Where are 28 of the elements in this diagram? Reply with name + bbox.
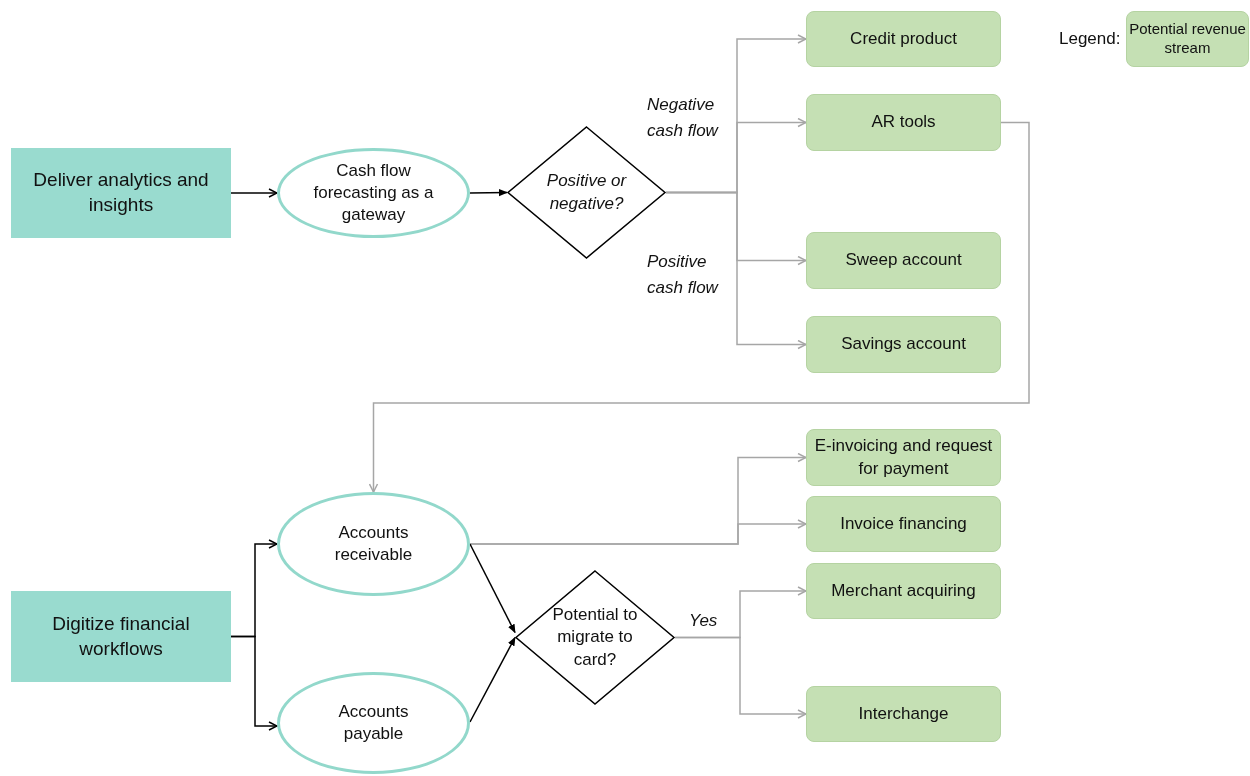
branch-label: Yes: [689, 610, 718, 632]
revenue-stream-box: Interchange: [806, 686, 1001, 742]
arrow: [230, 635, 278, 731]
action-box: Digitize financial workflows: [11, 591, 231, 682]
branch-label: Negative cash flow: [647, 94, 720, 142]
revenue-stream-box: Credit product: [806, 11, 1001, 67]
revenue-stream-box: AR tools: [806, 94, 1001, 151]
process-ellipse: Accounts payable: [277, 672, 470, 774]
decision-diamond: Potential to migrate to card?: [515, 570, 675, 705]
process-ellipse: Accounts receivable: [277, 492, 470, 596]
revenue-stream-box: Invoice financing: [806, 496, 1001, 552]
arrow: [469, 543, 516, 634]
arrow: [469, 636, 516, 723]
arrow: [469, 519, 807, 545]
arrow: [674, 636, 807, 719]
arrow: [230, 188, 278, 198]
branch-label: Positive cash flow: [647, 251, 720, 299]
legend-swatch: Potential revenue stream: [1126, 11, 1249, 67]
revenue-stream-box: Sweep account: [806, 232, 1001, 289]
revenue-stream-box: Merchant acquiring: [806, 563, 1001, 619]
arrow: [665, 191, 807, 350]
arrow: [469, 189, 508, 197]
revenue-stream-box: Savings account: [806, 316, 1001, 373]
legend-title: Legend:: [1059, 28, 1121, 50]
process-ellipse: Cash flow forecasting as a gateway: [277, 148, 470, 238]
revenue-stream-box: E-invoicing and request for payment: [806, 429, 1001, 486]
arrow: [368, 121, 1030, 493]
action-box: Deliver analytics and insights: [11, 148, 231, 238]
